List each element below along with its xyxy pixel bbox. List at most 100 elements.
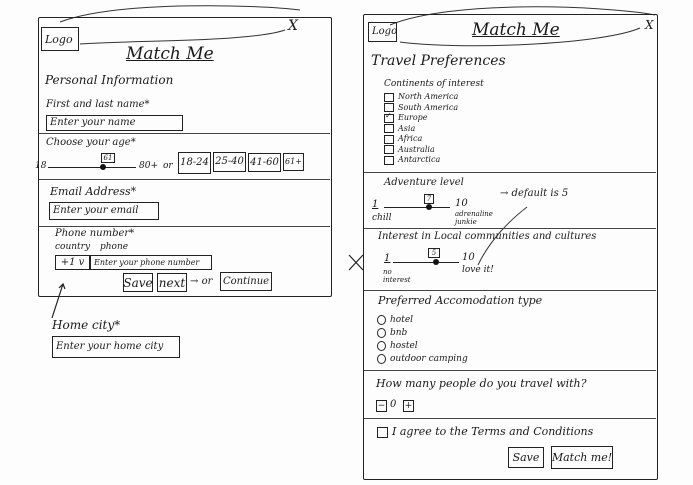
continent-list: North America South America ✓ Europe Asia…	[384, 92, 458, 166]
checkbox[interactable]	[384, 134, 394, 144]
continent-africa[interactable]: Africa	[384, 134, 458, 145]
interest-max: 10	[462, 252, 475, 263]
adventure-min: 1	[372, 199, 379, 210]
continents-label: Continents of interest	[384, 79, 484, 89]
interest-max-label: love it!	[462, 265, 494, 275]
checkbox-label: South America	[398, 102, 459, 112]
adventure-max-label: adrenaline junkie	[455, 210, 493, 226]
divider	[39, 226, 330, 227]
age-range-61-plus[interactable]: 61+	[283, 153, 304, 171]
checkbox[interactable]	[384, 145, 394, 154]
continue-button[interactable]: Continue	[220, 272, 272, 291]
divider	[364, 418, 656, 419]
phone-label: Phone number*	[55, 228, 135, 239]
checkbox[interactable]	[384, 124, 394, 133]
logo: Logo	[368, 22, 397, 42]
increment-button[interactable]: +	[403, 400, 414, 412]
radio-label: hostel	[390, 341, 418, 351]
home-city-input[interactable]: Enter your home city	[52, 336, 180, 358]
people-count: 0	[390, 399, 397, 410]
interest-slider-knob[interactable]	[433, 259, 439, 265]
adventure-value: 7	[424, 194, 434, 204]
close-icon[interactable]: X	[288, 18, 298, 34]
section-title: Travel Preferences	[371, 53, 506, 69]
age-label: Choose your age*	[46, 137, 136, 148]
decrement-button[interactable]: −	[376, 400, 387, 412]
close-icon[interactable]: X	[645, 18, 654, 32]
continent-north-america[interactable]: North America	[384, 92, 458, 103]
checkbox-checked[interactable]: ✓	[384, 111, 394, 123]
people-label: How many people do you travel with?	[376, 377, 587, 390]
continent-australia[interactable]: Australia	[384, 145, 458, 156]
interest-label: Interest in Local communities and cultur…	[378, 231, 597, 242]
email-label: Email Address*	[50, 185, 137, 198]
or-label: or	[163, 161, 173, 171]
home-city-label: Home city*	[52, 318, 121, 332]
checkbox[interactable]	[384, 103, 394, 112]
checkbox-label: Africa	[398, 134, 423, 143]
checkbox-label: Europe	[398, 113, 428, 122]
radio[interactable]	[377, 353, 386, 364]
divider	[364, 228, 656, 229]
personal-info-screen	[38, 17, 332, 297]
age-value: 61	[101, 153, 115, 163]
divider	[39, 179, 330, 180]
adventure-slider[interactable]	[384, 204, 450, 210]
radio-label: bnb	[390, 328, 408, 338]
radio-label: hotel	[390, 315, 414, 325]
interest-value: 5	[428, 248, 440, 258]
name-input[interactable]: Enter your name	[46, 115, 183, 131]
radio-hostel[interactable]: hostel	[377, 340, 468, 353]
continent-south-america[interactable]: South America	[384, 103, 458, 114]
checkbox-label: Australia	[398, 144, 435, 154]
accommodation-label: Preferred Accomodation type	[378, 294, 543, 307]
age-range-18-24[interactable]: 18-24	[178, 152, 211, 174]
country-code-select[interactable]: +1 v	[55, 255, 90, 270]
or-label-2: → or	[190, 276, 213, 287]
continent-antarctica[interactable]: Antarctica	[384, 155, 458, 166]
email-input[interactable]: Enter your email	[49, 202, 159, 220]
age-slider[interactable]	[48, 164, 136, 170]
section-title: Personal Information	[45, 73, 174, 87]
radio-label: outdoor camping	[390, 354, 468, 364]
radio-outdoor-camping[interactable]: outdoor camping	[377, 353, 468, 366]
adventure-max: 10	[455, 198, 468, 209]
save-button[interactable]: Save	[508, 447, 544, 468]
continent-europe[interactable]: ✓ Europe	[384, 111, 458, 124]
travel-preferences-screen	[363, 14, 658, 480]
radio[interactable]	[377, 327, 386, 338]
checkbox[interactable]	[384, 155, 394, 165]
age-range-41-60[interactable]: 41-60	[248, 153, 281, 172]
phone-input[interactable]: Enter your phone number	[90, 255, 212, 270]
checkbox-label: Asia	[398, 123, 416, 133]
checkbox-label: North America	[398, 92, 459, 101]
phone-sublabel: phone	[100, 242, 129, 252]
divider	[364, 290, 656, 291]
next-button[interactable]: next	[157, 273, 187, 292]
interest-slider[interactable]	[393, 259, 459, 265]
terms-checkbox[interactable]	[377, 426, 388, 438]
checkbox[interactable]	[384, 92, 394, 102]
checkbox-label: Antarctica	[398, 155, 441, 164]
radio-bnb[interactable]: bnb	[377, 327, 468, 340]
radio[interactable]	[377, 314, 386, 325]
continent-asia[interactable]: Asia	[384, 124, 458, 135]
save-button[interactable]: Save	[123, 273, 153, 292]
age-range-25-40[interactable]: 25-40	[213, 152, 246, 172]
divider	[39, 133, 330, 134]
age-slider-knob[interactable]	[100, 164, 106, 170]
interest-min: 1	[384, 253, 391, 264]
radio-hotel[interactable]: hotel	[377, 314, 468, 327]
match-me-button[interactable]: Match me!	[551, 446, 613, 469]
radio[interactable]	[377, 340, 386, 351]
divider	[364, 172, 656, 173]
adventure-slider-knob[interactable]	[426, 204, 432, 210]
app-title: Match Me	[126, 44, 214, 64]
accommodation-options: hotel bnb hostel outdoor camping	[377, 314, 468, 366]
terms-row[interactable]: I agree to the Terms and Conditions	[377, 425, 593, 438]
interest-min-label: no interest	[383, 268, 411, 284]
app-title: Match Me	[472, 20, 560, 40]
name-label: First and last name*	[46, 99, 150, 110]
adventure-min-label: chill	[372, 213, 392, 223]
terms-label: I agree to the Terms and Conditions	[392, 425, 594, 438]
